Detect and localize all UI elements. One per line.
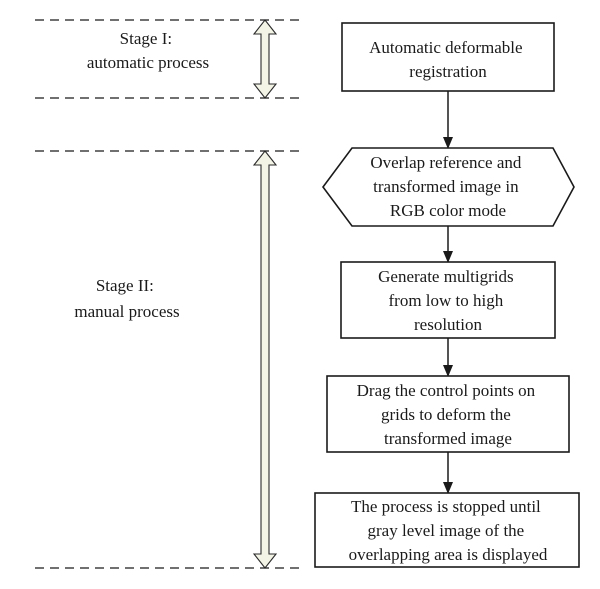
stage-1-span-arrow — [252, 19, 278, 99]
step-1-text: Automatic deformable registration — [369, 38, 527, 81]
step-process-stopped-box — [314, 492, 580, 568]
step-automatic-registration-box — [341, 22, 555, 92]
step-5-text: The process is stopped until gray level … — [349, 497, 548, 564]
step-4-text: Drag the control points on grids to defo… — [357, 381, 540, 448]
stage-2-label: Stage II: manual process — [74, 276, 179, 321]
step-drag-control-points-box — [326, 375, 570, 453]
step-overlap-images-hexagon — [322, 147, 575, 227]
step-2-text: Overlap reference and transformed image … — [370, 153, 525, 220]
stage-1-label: Stage I: automatic process — [87, 29, 209, 72]
step-3-text: Generate multigrids from low to high res… — [378, 267, 518, 334]
stage-2-span-arrow — [252, 150, 278, 569]
step-generate-multigrids-box — [340, 261, 556, 339]
